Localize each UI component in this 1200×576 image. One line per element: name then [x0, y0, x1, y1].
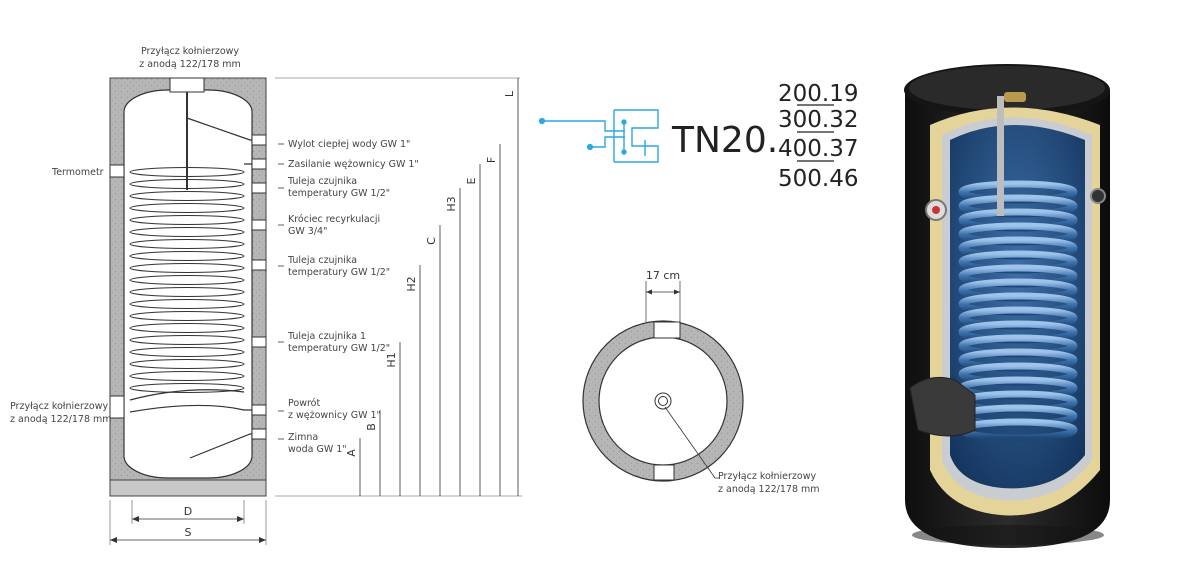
top-flange-label-2: z anodą 122/178 mm — [139, 59, 241, 70]
port-label-coil-return-1: Powrót — [288, 398, 320, 409]
dim-H2: H2 — [405, 276, 418, 291]
side-flange-label-2: z anodą 122/178 mm — [10, 414, 112, 425]
model-variant-1: 200.19 — [778, 81, 858, 107]
port-label-sensor-lower-1: Tuleja czujnika 1 — [287, 331, 366, 342]
vertical-dimensions: A B H1 H2 C H3 E F L — [275, 77, 522, 497]
model-prefix: TN20. — [671, 120, 778, 161]
port-label-cold-water-2: woda GW 1" — [288, 444, 347, 455]
dim-C: C — [425, 237, 438, 245]
port-label-sensor-upper-2: temperatury GW 1/2" — [288, 188, 390, 199]
dim-F: F — [485, 157, 498, 163]
dim-L: L — [503, 90, 516, 97]
thermometer-stub — [109, 164, 125, 178]
model-variant-2: 300.32 — [778, 107, 858, 133]
model-variant-3: 400.37 — [778, 136, 858, 162]
port-labels: Wylot ciepłej wody GW 1" Zasilanie wężow… — [278, 139, 419, 455]
port-label-hot-outlet: Wylot ciepłej wody GW 1" — [288, 139, 410, 150]
section-view: 17 cm Przyłącz kołnierzowy z anodą 122/1… — [582, 269, 820, 495]
model-variants: 200.19 300.32 400.37 500.46 — [778, 81, 858, 192]
port-label-sensor-lower-2: temperatury GW 1/2" — [288, 343, 390, 354]
port-label-sensor-upper-1: Tuleja czujnika — [287, 176, 357, 187]
side-flange-stub — [109, 395, 125, 419]
dim-B: B — [365, 423, 378, 431]
port-label-sensor-middle-2: temperatury GW 1/2" — [288, 267, 390, 278]
port-label-sensor-middle-1: Tuleja czujnika — [287, 255, 357, 266]
section-dim-label: 17 cm — [646, 269, 680, 282]
dim-H3: H3 — [445, 196, 458, 211]
circuit-logo-icon — [538, 109, 659, 163]
heating-coil — [129, 163, 266, 413]
dim-A: A — [345, 449, 358, 457]
dim-E: E — [465, 177, 478, 184]
section-flange-label-2: z anodą 122/178 mm — [718, 484, 820, 495]
port-label-cold-water-1: Zimna — [288, 432, 318, 443]
port-label-recirculation-2: GW 3/4" — [288, 226, 327, 237]
port-label-coil-supply: Zasilanie wężownicy GW 1" — [288, 159, 419, 170]
tank-base — [109, 479, 267, 497]
top-flange-label-1: Przyłącz kołnierzowy — [141, 46, 239, 57]
tank-cutaway-icon — [904, 64, 1110, 548]
thermometer-label: Termometr — [51, 167, 104, 178]
section-flange-label-1: Przyłącz kołnierzowy — [718, 471, 816, 482]
side-flange-label-1: Przyłącz kołnierzowy — [10, 401, 108, 412]
model-variant-4: 500.46 — [778, 166, 858, 192]
port-stubs — [251, 134, 267, 440]
dim-S: S — [185, 526, 192, 539]
dim-D: D — [184, 505, 192, 518]
dim-H1: H1 — [385, 352, 398, 367]
top-flange-stub — [169, 77, 205, 93]
tank-drawing — [109, 77, 267, 497]
port-label-coil-return-2: z wężownicy GW 1" — [288, 410, 381, 421]
horizontal-dimensions: D S — [109, 500, 267, 545]
port-label-recirculation-1: Króciec recyrkulacji — [288, 214, 380, 225]
